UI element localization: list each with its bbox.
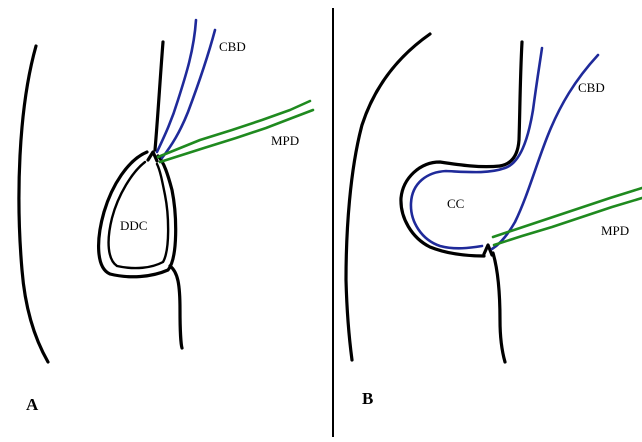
panel-a: CBD MPD DDC A bbox=[19, 20, 313, 414]
panel-a-right-wall-lower bbox=[170, 266, 182, 348]
panel-a-ddc-label: DDC bbox=[120, 218, 147, 233]
panel-b-papilla bbox=[484, 245, 492, 255]
panel-b: CBD MPD CC B bbox=[346, 34, 642, 408]
panel-b-label: B bbox=[362, 389, 373, 408]
panel-a-cbd-line-1 bbox=[157, 20, 196, 152]
panel-b-mpd-label: MPD bbox=[601, 223, 629, 238]
panel-a-right-wall-upper bbox=[155, 42, 163, 150]
panel-a-left-duodenal-wall bbox=[19, 46, 48, 362]
panel-a-label: A bbox=[26, 395, 39, 414]
panel-a-papilla bbox=[148, 152, 157, 161]
panel-b-right-wall-lower bbox=[493, 253, 505, 362]
panel-b-left-duodenal-wall bbox=[346, 34, 430, 360]
panel-a-mpd-label: MPD bbox=[271, 133, 299, 148]
panel-a-cbd-label: CBD bbox=[219, 39, 246, 54]
panel-b-cc-inner-wall bbox=[411, 48, 542, 248]
panel-b-cbd-label: CBD bbox=[578, 80, 605, 95]
panel-b-cc-label: CC bbox=[447, 196, 464, 211]
panel-b-right-wall-upper bbox=[500, 42, 522, 166]
